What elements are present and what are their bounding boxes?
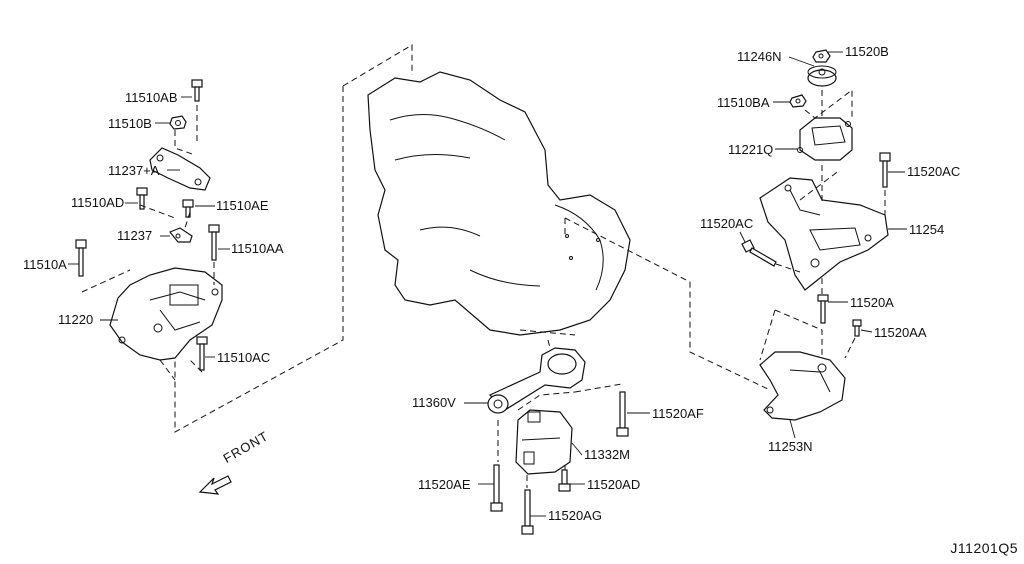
label-11360V[interactable]: 11360V bbox=[412, 395, 456, 410]
label-11332M[interactable]: 11332M bbox=[584, 447, 631, 462]
engine-block bbox=[367, 71, 631, 336]
label-11510AA[interactable]: 11510AA bbox=[231, 241, 284, 256]
left-mount-group bbox=[75, 79, 223, 381]
label-11220[interactable]: 11220 bbox=[58, 312, 94, 327]
bolt-11520AF bbox=[616, 391, 629, 437]
bolt-11520AG bbox=[521, 489, 534, 535]
front-arrow-icon bbox=[198, 475, 232, 495]
nut-11510B bbox=[169, 115, 187, 130]
label-11237[interactable]: 11237 bbox=[117, 228, 153, 243]
right-mount-group bbox=[741, 49, 891, 421]
label-11510B[interactable]: 11510B bbox=[108, 116, 152, 131]
bolt-11510AD bbox=[136, 187, 148, 210]
nut-11510BA bbox=[789, 94, 807, 108]
bolt-11520AD bbox=[558, 469, 571, 492]
cap-11246N bbox=[807, 65, 837, 87]
label-11520AC-right[interactable]: 11520AC bbox=[907, 164, 961, 179]
diagram-reference-code: J11201Q5 bbox=[950, 540, 1018, 556]
label-11520AA[interactable]: 11520AA bbox=[874, 325, 927, 340]
bolt-11520AA bbox=[852, 319, 862, 337]
label-11520AG[interactable]: 11520AG bbox=[548, 508, 602, 523]
bracket-11237A bbox=[149, 147, 211, 191]
bolt-11510AB bbox=[191, 79, 203, 102]
bolt-11520A bbox=[817, 294, 829, 324]
bracket-11332M bbox=[515, 409, 573, 475]
mount-11220 bbox=[109, 267, 223, 361]
label-11246N[interactable]: 11246N bbox=[737, 49, 782, 64]
label-11221Q[interactable]: 11221Q bbox=[728, 142, 774, 157]
center-mount-group bbox=[487, 339, 629, 535]
label-11520AC-left[interactable]: 11520AC bbox=[700, 216, 754, 231]
bolt-11510A bbox=[75, 239, 87, 277]
plate-11237 bbox=[169, 227, 193, 243]
label-11253N[interactable]: 11253N bbox=[768, 439, 813, 454]
label-11510AC[interactable]: 11510AC bbox=[217, 350, 271, 365]
engine-outline-dashed bbox=[174, 44, 771, 433]
label-11510AE[interactable]: 11510AE bbox=[216, 198, 269, 213]
label-11237A[interactable]: 11237+A bbox=[108, 163, 160, 178]
label-11510AD[interactable]: 11510AD bbox=[71, 195, 125, 210]
bolt-11510AC bbox=[196, 336, 208, 371]
label-11510BA[interactable]: 11510BA bbox=[717, 95, 770, 110]
bolt-11520AC-right bbox=[879, 152, 891, 188]
bracket-11254 bbox=[759, 177, 889, 291]
nut-11520B bbox=[812, 49, 831, 63]
label-11510AB[interactable]: 11510AB bbox=[125, 90, 178, 105]
label-11520AE[interactable]: 11520AE bbox=[418, 477, 471, 492]
torque-rod-11360V bbox=[487, 347, 586, 414]
bolt-11520AE bbox=[490, 464, 503, 512]
label-11254[interactable]: 11254 bbox=[909, 222, 945, 237]
bolt-11510AA bbox=[208, 224, 220, 261]
label-11520AF[interactable]: 11520AF bbox=[652, 406, 704, 421]
leader-lines bbox=[68, 51, 907, 517]
label-11520AD[interactable]: 11520AD bbox=[587, 477, 641, 492]
bracket-11253N bbox=[759, 351, 846, 421]
label-11520B[interactable]: 11520B bbox=[845, 44, 889, 59]
label-11510A[interactable]: 11510A bbox=[23, 257, 67, 272]
insulator-11221Q bbox=[797, 117, 853, 161]
bolt-11520AC-left bbox=[741, 239, 777, 267]
bolt-11510AE bbox=[182, 199, 194, 218]
label-11520A[interactable]: 11520A bbox=[850, 295, 894, 310]
